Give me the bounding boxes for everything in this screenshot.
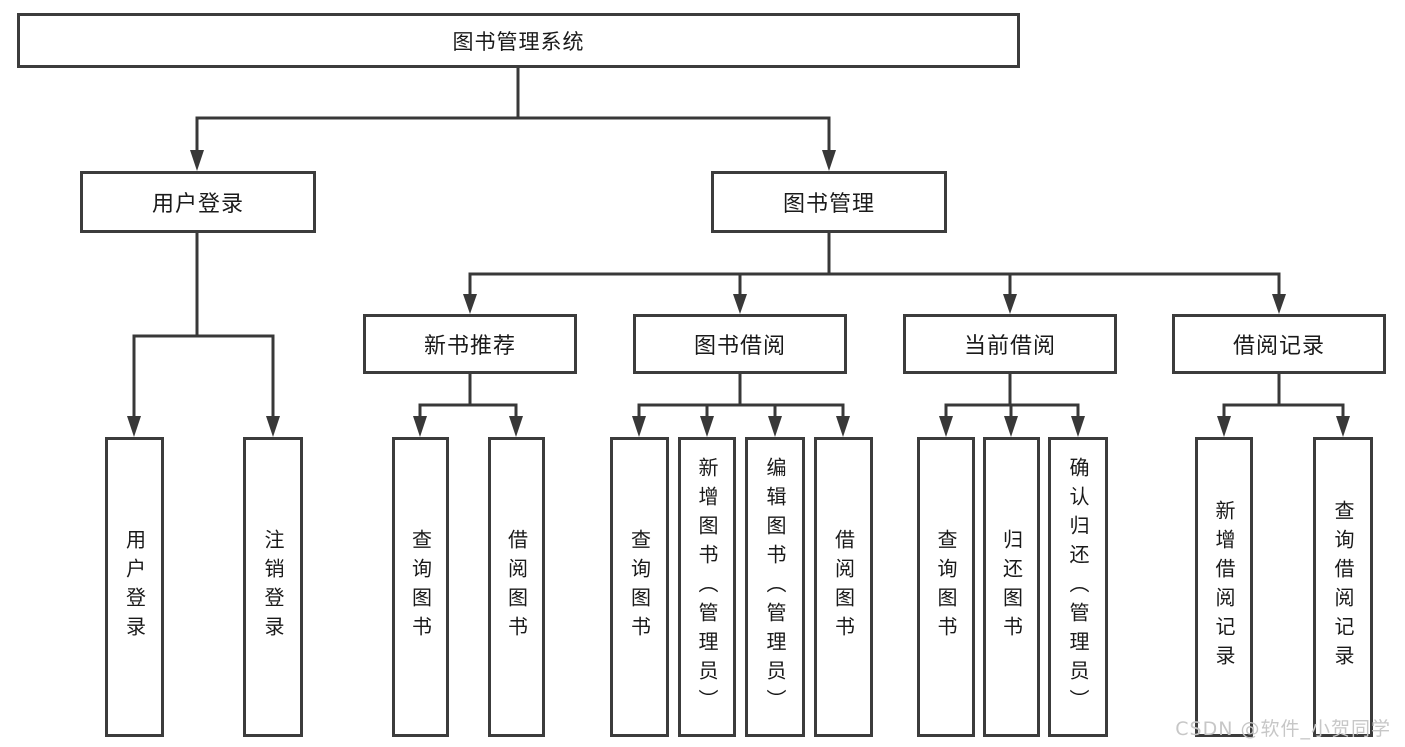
node-current-borrowing: 当前借阅 <box>903 314 1117 374</box>
node-borrowing-records: 借阅记录 <box>1172 314 1386 374</box>
connector-new-book-branch <box>413 374 523 437</box>
connector-current-borrowing-branch <box>939 374 1085 437</box>
leaf-add-borrow-record: 新增借阅记录 <box>1195 437 1253 737</box>
node-user-login: 用户登录 <box>80 171 316 233</box>
node-library-system: 图书管理系统 <box>17 13 1020 68</box>
leaf-query-book-current: 查询图书 <box>917 437 975 737</box>
connector-user-login-branch <box>127 233 280 437</box>
leaf-logout: 注销登录 <box>243 437 303 737</box>
connector-borrowing-records-branch <box>1217 374 1350 437</box>
csdn-watermark: CSDN @软件_小贺同学 <box>1175 718 1391 740</box>
leaf-query-borrow-record: 查询借阅记录 <box>1313 437 1373 737</box>
leaf-user-login: 用户登录 <box>105 437 164 737</box>
node-book-management: 图书管理 <box>711 171 947 233</box>
connector-root-to-level2 <box>190 68 836 171</box>
node-book-borrowing: 图书借阅 <box>633 314 847 374</box>
leaf-edit-book-admin: 编辑图书（管理员） <box>745 437 805 737</box>
leaf-borrow-book: 借阅图书 <box>814 437 873 737</box>
leaf-query-book-recommend: 查询图书 <box>392 437 449 737</box>
node-new-book-recommend: 新书推荐 <box>363 314 577 374</box>
leaf-return-book: 归还图书 <box>983 437 1040 737</box>
leaf-add-book-admin: 新增图书（管理员） <box>678 437 736 737</box>
leaf-confirm-return-admin: 确认归还（管理员） <box>1048 437 1108 737</box>
connector-book-management-branch <box>463 233 1286 314</box>
connector-book-borrowing-branch <box>632 374 850 437</box>
leaf-query-book-borrowing: 查询图书 <box>610 437 669 737</box>
leaf-borrow-book-recommend: 借阅图书 <box>488 437 545 737</box>
